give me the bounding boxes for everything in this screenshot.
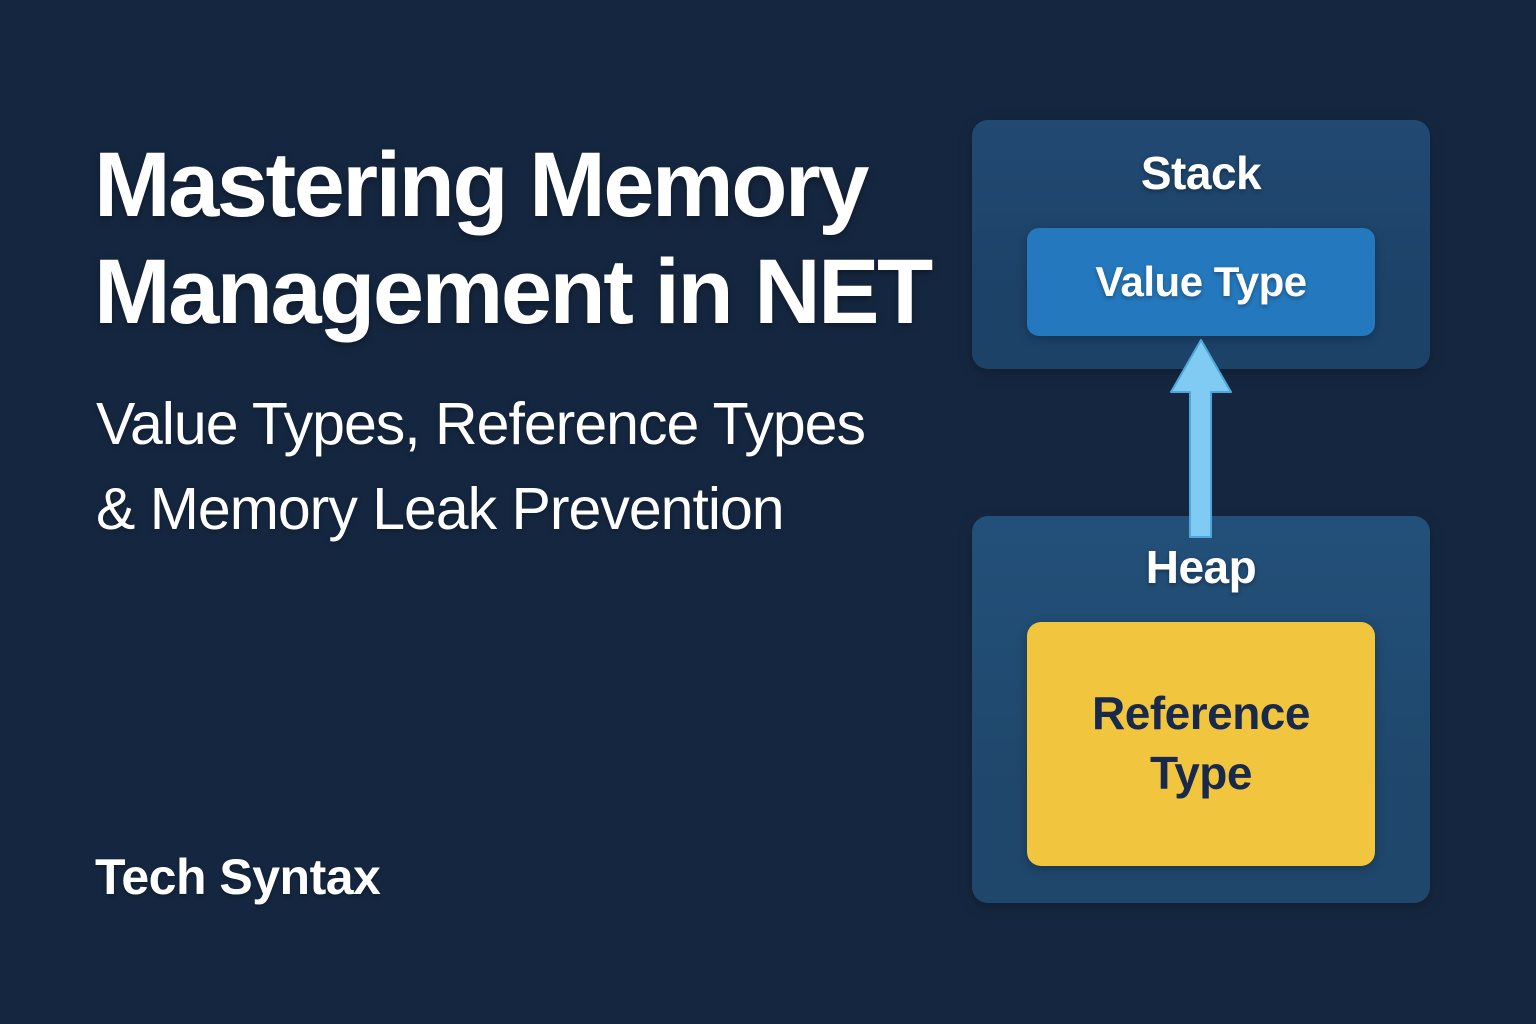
value-type-box: Value Type bbox=[1027, 228, 1375, 336]
stack-label: Stack bbox=[1140, 147, 1262, 199]
value-type-label: Value Type bbox=[1095, 258, 1307, 305]
brand-name: Tech Syntax bbox=[95, 849, 381, 905]
subtitle: Value Types, Reference Types & Memory Le… bbox=[96, 382, 866, 552]
reference-type-label: Reference Type bbox=[1092, 687, 1310, 799]
heap-container: Heap Reference Type bbox=[972, 516, 1430, 903]
title-line-2: Management in NET bbox=[94, 241, 933, 343]
page-title: Mastering Memory Management in NET bbox=[94, 132, 933, 346]
subtitle-line-1: Value Types, Reference Types bbox=[96, 391, 866, 457]
arrow-up-icon bbox=[1170, 339, 1232, 538]
reference-type-box: Reference Type bbox=[1027, 622, 1375, 866]
heap-label: Heap bbox=[1145, 541, 1257, 593]
stack-container: Stack Value Type bbox=[972, 120, 1430, 369]
subtitle-line-2: & Memory Leak Prevention bbox=[96, 476, 785, 542]
title-line-1: Mastering Memory bbox=[94, 134, 869, 236]
